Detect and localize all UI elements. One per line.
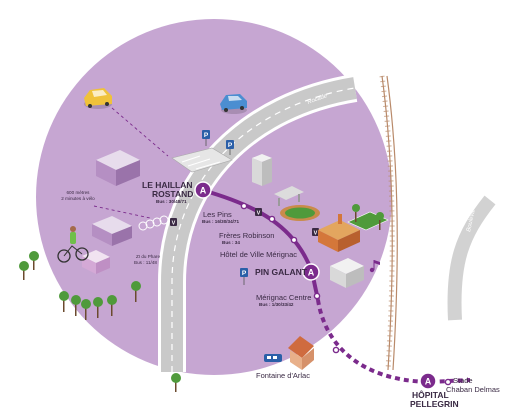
car-icon <box>220 94 247 114</box>
warehouse-building <box>92 216 132 246</box>
railway <box>379 75 398 371</box>
train-icon <box>264 354 282 362</box>
svg-text:A: A <box>308 268 315 278</box>
svg-text:V: V <box>172 221 176 227</box>
stop-label-freres-robinson: Frères Robinson <box>219 231 274 240</box>
stop-label-stade: Stade <box>453 376 473 385</box>
svg-text:V: V <box>314 231 318 237</box>
stop-label-les-pins: Les Pins <box>203 210 232 219</box>
svg-text:V: V <box>257 211 261 217</box>
hub-label-pin-galant: PIN GALANT <box>255 267 308 277</box>
bike-share-icon: V <box>170 218 177 227</box>
bike-share-icon: V <box>312 228 319 237</box>
hub-label-rostand: ROSTAND <box>152 189 193 199</box>
connection-arrow-car <box>111 107 169 157</box>
tree-icon <box>19 204 384 392</box>
tram-line-a-extension <box>316 299 471 385</box>
residential-building <box>330 258 364 288</box>
fountain-house <box>288 336 314 370</box>
stop-dot-hotel-de-ville[interactable] <box>290 236 298 244</box>
cyclist-icon <box>57 226 89 263</box>
svg-text:P: P <box>242 270 247 277</box>
music-note-icon <box>369 260 380 273</box>
car-icon <box>84 88 112 109</box>
stop-bus-les-pins: Bus : 16/30/34/71 <box>202 219 239 224</box>
stop-label-merignac-centre: Mérignac Centre <box>256 293 311 302</box>
walk-distance-line2: 2 minutes à vélo <box>61 196 95 201</box>
stop-dot-merignac-centre[interactable] <box>313 292 321 300</box>
parking-icon: P <box>226 140 234 155</box>
stop-bus-freres-robinson: Bus : 34 <box>222 240 240 245</box>
hub-bus-le-haillan: Bus : 30/48/71 <box>156 199 187 204</box>
stop-bus-merignac-centre: Bus : 1/30/33/42 <box>259 302 294 307</box>
zi-du-phare-label: ZI du Phare <box>136 254 160 259</box>
svg-text:P: P <box>204 132 209 139</box>
svg-text:P: P <box>228 142 233 149</box>
stop-label-hotel-de-ville: Hôtel de Ville Mérignac <box>220 250 297 259</box>
bike-share-icon: V <box>255 208 262 217</box>
stop-dot-freres-robinson[interactable] <box>268 215 276 223</box>
svg-text:A: A <box>425 377 432 387</box>
hub-label-pellegrin: PELLEGRIN <box>410 399 459 409</box>
town-hall-building <box>318 214 360 252</box>
hub-label-le-haillan: LE HAILLAN <box>142 180 193 190</box>
tower-building <box>252 154 272 186</box>
tram-shelter <box>274 186 304 206</box>
bike-rack-icon <box>138 215 169 231</box>
parking-icon: P <box>202 130 210 146</box>
warehouse-building <box>96 150 140 186</box>
stop-dot-stade-chaban[interactable] <box>444 378 452 386</box>
zi-du-phare-bus: Bus : 11/48 <box>134 260 157 265</box>
hub-badge-le-haillan-rostand[interactable]: A <box>194 181 212 199</box>
stop-dot-fontaine-darlac[interactable] <box>332 346 340 354</box>
stop-label-fontaine-darlac: Fontaine d'Arlac <box>256 371 310 380</box>
hub-label-hopital: HÔPITAL <box>412 389 449 400</box>
boulevards-road-surface <box>447 195 496 321</box>
stop-label-chaban-delmas: Chaban Delmas <box>446 385 500 394</box>
warehouse-building <box>82 250 110 274</box>
walk-distance-line1: 600 mètres <box>67 190 91 195</box>
hub-badge-pin-galant[interactable]: A <box>302 263 320 281</box>
parking-icon: P <box>240 268 248 285</box>
svg-text:A: A <box>200 186 207 196</box>
park-and-ride-lot <box>171 147 233 173</box>
stop-dot-les-pins[interactable] <box>240 202 248 210</box>
hub-badge-hopital-pellegrin[interactable]: A <box>419 372 437 390</box>
stadium-field <box>280 205 320 221</box>
